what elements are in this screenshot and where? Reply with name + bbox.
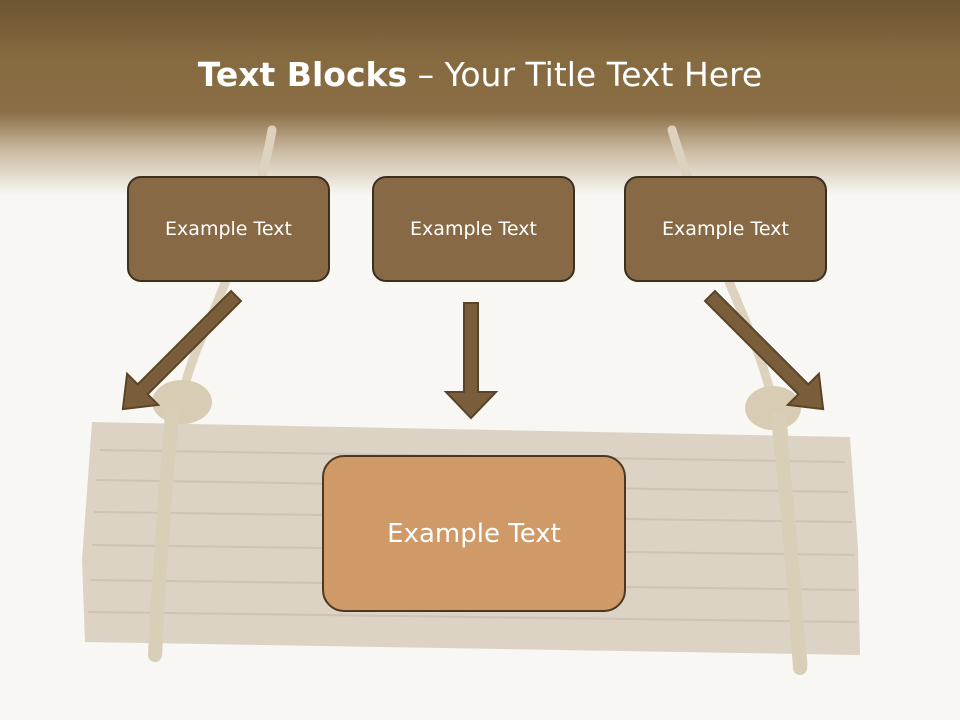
text-block-3-label: Example Text — [662, 218, 789, 240]
header-band — [0, 0, 960, 200]
text-block-2-label: Example Text — [410, 218, 537, 240]
text-block-1-label: Example Text — [165, 218, 292, 240]
rope-wrap-right — [771, 411, 807, 675]
title-bold: Text Blocks — [197, 55, 408, 94]
rope-knot-left — [152, 380, 212, 424]
text-block-2[interactable]: Example Text — [372, 176, 575, 282]
main-text-block-label: Example Text — [387, 518, 561, 549]
title-separator: – — [407, 55, 445, 94]
main-text-block[interactable]: Example Text — [322, 455, 626, 612]
rope-wrap-left — [148, 408, 179, 662]
title-rest: Your Title Text Here — [444, 55, 763, 94]
text-block-3[interactable]: Example Text — [624, 176, 827, 282]
slide-title: Text Blocks – Your Title Text Here — [0, 52, 960, 98]
text-block-1[interactable]: Example Text — [127, 176, 330, 282]
